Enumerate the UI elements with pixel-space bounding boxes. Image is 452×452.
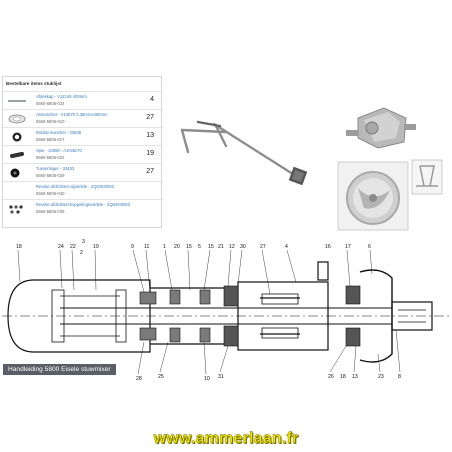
- callout-label: 20: [174, 244, 180, 250]
- seal-kit-icon: [7, 185, 27, 197]
- part-name[interactable]: Revisie afdichtset vijzeldele - 2Q0403/0…: [36, 184, 114, 189]
- part-code: 5560-5806-039: [36, 209, 65, 214]
- mixer-cross-section-drawing: 18 24 22 3 19 9 11 1 20 15 5 15 21 12 30…: [2, 239, 450, 382]
- part-code: 5560-5806-017: [36, 137, 65, 142]
- callout-label: 18: [340, 374, 346, 380]
- manual-caption: Handleiding 5800 Eisele stuwmixer: [3, 364, 116, 375]
- part-name[interactable]: Asmanchet - V13870 0.38mmx400mm: [36, 112, 108, 117]
- part-qty: 13: [146, 132, 154, 139]
- key-icon: [10, 151, 24, 159]
- parts-list-panel: Bestelbare items stuklijst Afdekkap - V1…: [2, 76, 162, 228]
- part-code: 5560-5806-010: [36, 119, 65, 124]
- bearings-and-seals: [139, 285, 361, 347]
- part-code: 5560-5806-022: [36, 155, 65, 160]
- part-row[interactable]: Spie - 13060 - A10x8x70 5560-5806-022 19: [3, 145, 161, 164]
- product-photos: [180, 107, 443, 231]
- callout-label: 3: [82, 239, 85, 245]
- callout-label: 8: [398, 374, 401, 380]
- part-qty: 19: [146, 150, 154, 157]
- drive-shaft: [60, 307, 392, 325]
- parts-list-title: Bestelbare items stuklijst: [6, 81, 62, 86]
- callout-label: 15: [208, 244, 214, 250]
- website-url[interactable]: www.ammerlaan.fr: [153, 430, 299, 447]
- callout-label: 2: [80, 250, 83, 256]
- bearing-icon: [10, 168, 20, 178]
- callout-leader-lines: [17, 249, 401, 375]
- part-row[interactable]: Revisie afdichtset koppelingsvoldele - 2…: [3, 199, 161, 218]
- frame-photo: [411, 159, 443, 195]
- callout-label: 6: [368, 244, 371, 250]
- part-row[interactable]: Tussenlager - 33433 5560-5806-029 27: [3, 163, 161, 182]
- pipe-icon: [8, 100, 26, 102]
- part-name[interactable]: Rubbermanchet - 33636: [36, 130, 82, 135]
- callout-label: 5: [198, 244, 201, 250]
- part-row[interactable]: Asmanchet - V13870 0.38mmx400mm 5560-580…: [3, 109, 161, 128]
- callout-label: 1: [163, 244, 166, 250]
- callout-label: 31: [218, 374, 224, 380]
- callout-label: 13: [352, 374, 358, 380]
- callout-label: 11: [144, 244, 149, 250]
- callout-label: 22: [70, 244, 76, 250]
- callout-label: 28: [136, 376, 142, 382]
- part-row[interactable]: Rubbermanchet - 33636 5560-5806-017 13: [3, 127, 161, 146]
- callout-label: 18: [16, 244, 22, 250]
- part-name[interactable]: Spie - 13060 - A10x8x70: [36, 148, 82, 153]
- part-name[interactable]: Afdekkap - V14146 400mm: [36, 94, 87, 99]
- callout-label: 16: [325, 244, 331, 250]
- callout-label: 19: [93, 244, 99, 250]
- callout-label: 4: [285, 244, 288, 250]
- callout-label: 9: [131, 244, 134, 250]
- part-name[interactable]: Tussenlager - 33433: [36, 166, 75, 171]
- part-qty: 27: [146, 114, 154, 121]
- seal-kit-icon: [9, 205, 23, 214]
- mixer-stand-photo: [180, 120, 308, 186]
- callout-label: 10: [204, 376, 210, 382]
- part-code: 5560-5806-029: [36, 173, 65, 178]
- part-name[interactable]: Revisie afdichtset koppelingsvoldele - 2…: [36, 202, 131, 207]
- callout-label: 27: [260, 244, 266, 250]
- drive-housing: [7, 261, 433, 363]
- callout-label: 17: [345, 244, 351, 250]
- callout-label: 21: [218, 244, 224, 250]
- gearbox-photo: [346, 107, 416, 149]
- bolt-details: [51, 289, 127, 343]
- mixer-housing-photo: [337, 161, 409, 231]
- callout-label: 26: [328, 374, 334, 380]
- part-row[interactable]: Revisie afdichtset vijzeldele - 2Q0403/0…: [3, 181, 161, 200]
- callout-label: 24: [58, 244, 64, 250]
- callout-numbers-top: 18 24 22 3 19 9 11 1 20 15 5 15 21 12 30…: [16, 239, 371, 256]
- callout-numbers-bottom: 28 25 10 31 26 18 13 23 8: [136, 374, 401, 382]
- part-code: 5560-5806-024: [36, 101, 65, 106]
- ring-icon: [12, 132, 22, 142]
- callout-label: 12: [229, 244, 235, 250]
- callout-label: 25: [158, 374, 164, 380]
- part-qty: 4: [150, 96, 154, 103]
- part-qty: 27: [146, 168, 154, 175]
- callout-label: 23: [378, 374, 384, 380]
- seal-ring-icon: [8, 114, 26, 124]
- callout-label: 30: [240, 244, 246, 250]
- part-row[interactable]: Afdekkap - V14146 400mm 5560-5806-024 4: [3, 91, 161, 110]
- callout-label: 15: [186, 244, 192, 250]
- part-code: 5560-5806-040: [36, 191, 65, 196]
